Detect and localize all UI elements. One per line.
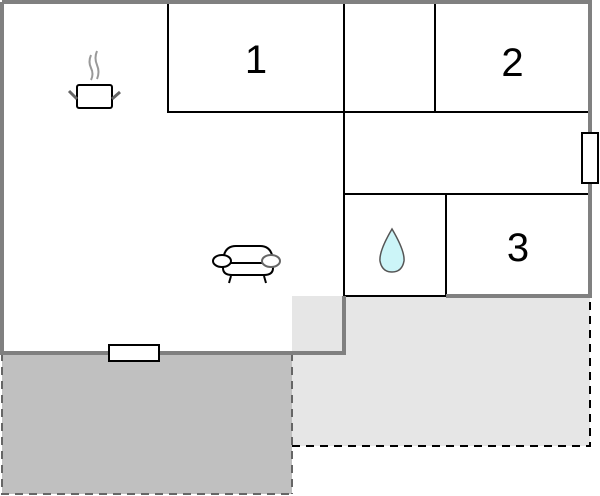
room-label-3: 3 — [506, 226, 530, 270]
room-label-1: 1 — [244, 38, 268, 82]
terrace-light — [292, 296, 590, 446]
window-south — [108, 344, 160, 362]
window-east — [581, 132, 599, 184]
room-label-2: 2 — [501, 41, 524, 85]
terrace-dark — [2, 353, 292, 494]
